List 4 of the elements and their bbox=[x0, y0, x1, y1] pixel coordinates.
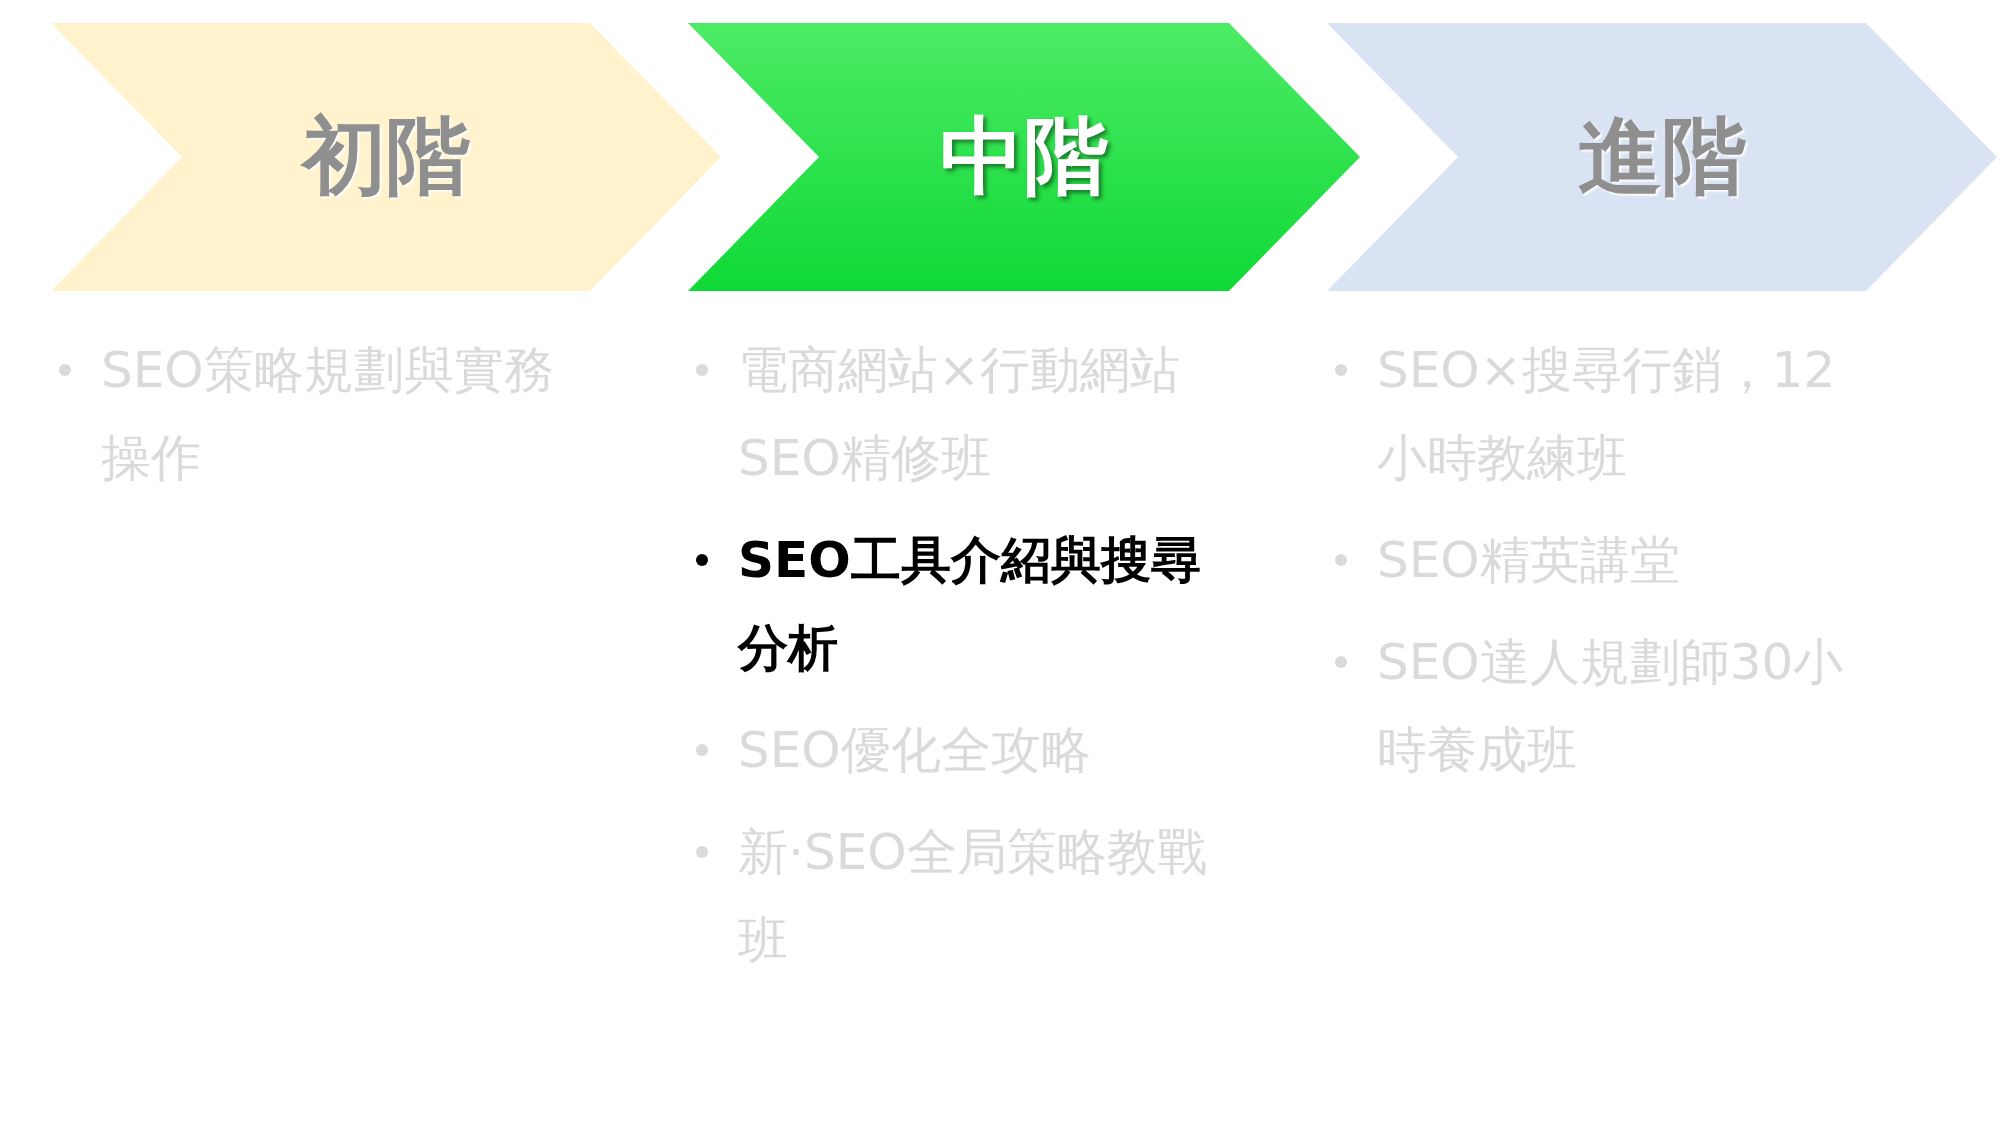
stage-title: 中階 bbox=[940, 106, 1108, 207]
course-item: SEO工具介紹與搜尋分析 bbox=[694, 516, 1214, 692]
stage-title: 進階 bbox=[1578, 106, 1746, 207]
stage-title: 初階 bbox=[302, 106, 470, 207]
